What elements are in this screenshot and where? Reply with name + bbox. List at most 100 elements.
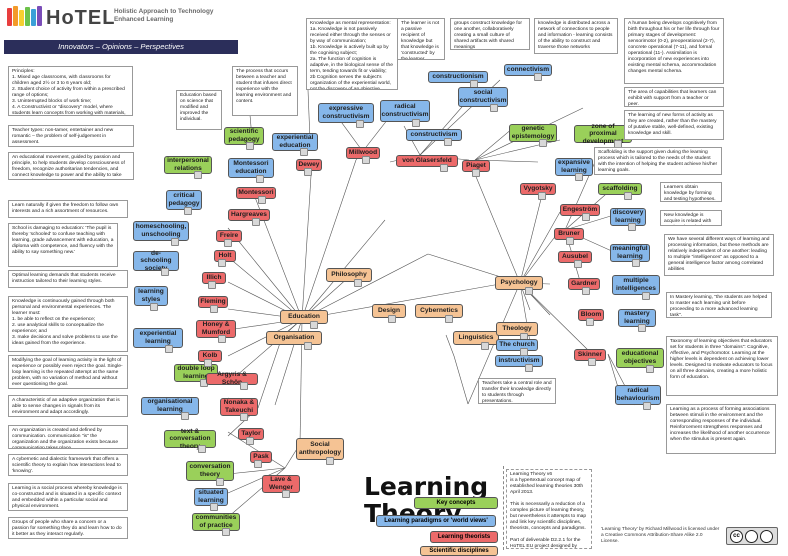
resource-link-icon[interactable] <box>388 315 396 323</box>
resource-link-icon[interactable] <box>575 173 583 181</box>
node-ausubel[interactable]: Ausubel <box>558 251 592 268</box>
node-cybernetics[interactable]: Cybernetics <box>415 304 463 323</box>
resource-link-icon[interactable] <box>246 437 254 445</box>
node-dewey[interactable]: Dewey <box>296 159 322 176</box>
node-the-church[interactable]: The church <box>496 339 538 356</box>
resource-link-icon[interactable] <box>210 503 218 511</box>
node-homeschooling[interactable]: homeschooling, unschooling <box>133 221 189 246</box>
node-multiple-intelligences[interactable]: multiple intelligences <box>612 275 660 300</box>
node-instructivism[interactable]: instructivism <box>495 355 543 372</box>
resource-link-icon[interactable] <box>628 223 636 231</box>
node-social-anthropology[interactable]: Social anthropology <box>296 438 344 465</box>
resource-link-icon[interactable] <box>440 164 448 172</box>
resource-link-icon[interactable] <box>574 260 582 268</box>
node-piaget[interactable]: Piaget <box>462 160 490 177</box>
node-taylor[interactable]: Taylor <box>238 428 264 445</box>
node-pask[interactable]: Pask <box>250 451 272 468</box>
resource-link-icon[interactable] <box>224 239 232 247</box>
resource-link-icon[interactable] <box>218 335 226 343</box>
node-skinner[interactable]: Skinner <box>574 349 606 366</box>
resource-link-icon[interactable] <box>566 237 574 245</box>
resource-link-icon[interactable] <box>588 358 596 366</box>
resource-link-icon[interactable] <box>216 478 224 486</box>
node-interpersonal-relations[interactable]: interpersonal relations <box>164 156 212 179</box>
resource-link-icon[interactable] <box>586 318 594 326</box>
resource-link-icon[interactable] <box>181 412 189 420</box>
resource-link-icon[interactable] <box>310 321 318 329</box>
node-vygotsky[interactable]: Vygotsky <box>520 183 556 200</box>
resource-link-icon[interactable] <box>632 259 640 267</box>
resource-link-icon[interactable] <box>258 196 266 204</box>
node-situated-learning[interactable]: situated learning <box>194 488 228 511</box>
resource-link-icon[interactable] <box>171 238 179 246</box>
node-bruner[interactable]: Bruner <box>554 228 584 245</box>
node-radical-behaviourism[interactable]: radical behaviourism <box>615 385 661 410</box>
resource-link-icon[interactable] <box>165 345 173 353</box>
node-hargreaves[interactable]: Hargreaves <box>228 209 270 226</box>
resource-link-icon[interactable] <box>534 73 542 81</box>
node-meaningful-learning[interactable]: meaningful learning <box>610 244 650 267</box>
resource-link-icon[interactable] <box>240 413 248 421</box>
node-von-glasersfeld[interactable]: von Glasersfeld <box>396 155 458 172</box>
resource-link-icon[interactable] <box>218 259 226 267</box>
resource-link-icon[interactable] <box>520 348 528 356</box>
node-kolb[interactable]: Kolb <box>198 350 222 367</box>
node-text-conversation-theory[interactable]: text & conversation theory <box>164 428 216 453</box>
node-scaffolding[interactable]: scaffolding <box>598 183 642 200</box>
node-constructivism[interactable]: constructivism <box>406 129 462 146</box>
resource-link-icon[interactable] <box>444 138 452 146</box>
node-experiential-learning[interactable]: experiential learning <box>133 328 183 353</box>
node-holt[interactable]: Holt <box>214 250 236 267</box>
node-argyris-schon[interactable]: Argyris & Schön <box>206 371 258 390</box>
resource-link-icon[interactable] <box>490 104 498 112</box>
resource-link-icon[interactable] <box>198 445 206 453</box>
node-social-constructivism[interactable]: social constructivism <box>458 87 508 112</box>
resource-link-icon[interactable] <box>646 365 654 373</box>
node-linguistics[interactable]: Linguistics <box>453 331 499 350</box>
node-constructionism[interactable]: constructionism <box>428 71 488 88</box>
node-gardner[interactable]: Gardner <box>568 278 600 295</box>
resource-link-icon[interactable] <box>445 315 453 323</box>
node-critical-pedagogy[interactable]: critical pedagogy <box>166 190 202 215</box>
resource-link-icon[interactable] <box>150 303 158 311</box>
resource-link-icon[interactable] <box>582 287 590 295</box>
node-lave-wenger[interactable]: Lave & Wenger <box>262 475 300 498</box>
node-mastery-learning[interactable]: mastery learning <box>618 309 656 332</box>
resource-link-icon[interactable] <box>638 324 646 332</box>
resource-link-icon[interactable] <box>304 342 312 350</box>
resource-link-icon[interactable] <box>252 218 260 226</box>
node-radical-constructivism[interactable]: radical constructivism <box>380 100 430 127</box>
node-freire[interactable]: Freire <box>216 230 242 247</box>
resource-link-icon[interactable] <box>538 192 546 200</box>
resource-link-icon[interactable] <box>354 279 362 287</box>
node-illich[interactable]: Illich <box>202 272 226 289</box>
node-psychology[interactable]: Psychology <box>495 276 543 295</box>
node-montessori[interactable]: Montessori <box>236 187 276 204</box>
resource-link-icon[interactable] <box>246 142 254 150</box>
node-montessori-education[interactable]: Montessori education <box>228 158 274 183</box>
resource-link-icon[interactable] <box>582 213 590 221</box>
node-scientific-pedagogy[interactable]: scientific pedagogy <box>224 127 264 150</box>
node-nonaka-takeuchi[interactable]: Nonaka & Takeuchi <box>220 398 258 421</box>
resource-link-icon[interactable] <box>643 402 651 410</box>
resource-link-icon[interactable] <box>642 292 650 300</box>
node-design[interactable]: Design <box>372 304 406 323</box>
node-learning-styles[interactable]: learning styles <box>134 286 168 311</box>
resource-link-icon[interactable] <box>194 171 202 179</box>
node-discovery-learning[interactable]: discovery learning <box>610 208 646 231</box>
resource-link-icon[interactable] <box>208 281 216 289</box>
node-deschooling[interactable]: de-schooling society <box>133 250 179 276</box>
node-organisation[interactable]: Organisation <box>266 331 322 350</box>
resource-link-icon[interactable] <box>161 268 169 276</box>
resource-link-icon[interactable] <box>412 119 420 127</box>
resource-link-icon[interactable] <box>525 364 533 372</box>
resource-link-icon[interactable] <box>472 169 480 177</box>
resource-link-icon[interactable] <box>256 175 264 183</box>
resource-link-icon[interactable] <box>240 382 248 390</box>
node-millwood[interactable]: Millwood <box>346 147 380 164</box>
resource-link-icon[interactable] <box>326 457 334 465</box>
resource-link-icon[interactable] <box>624 192 632 200</box>
node-fleming[interactable]: Fleming <box>198 296 228 313</box>
resource-link-icon[interactable] <box>210 305 218 313</box>
resource-link-icon[interactable] <box>362 156 370 164</box>
